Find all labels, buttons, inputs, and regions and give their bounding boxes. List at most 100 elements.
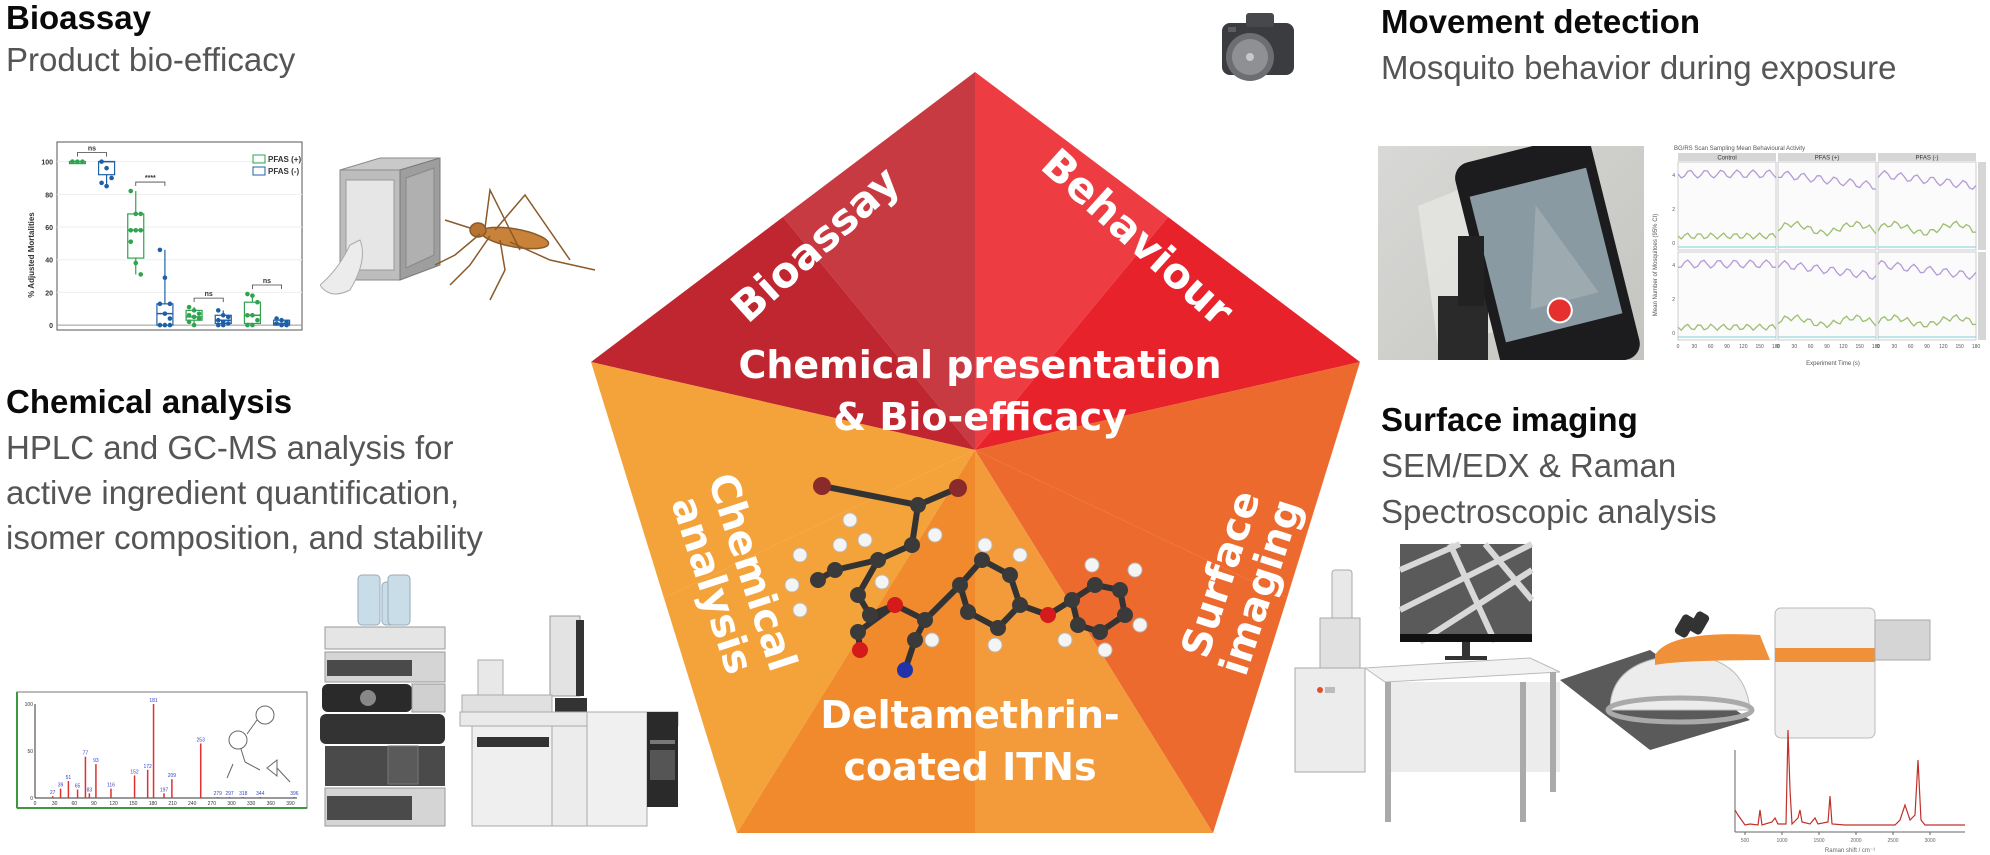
series-line bbox=[1777, 314, 1877, 329]
raman-spectrometer-illustration bbox=[1560, 607, 1931, 750]
ms-x-tick: 360 bbox=[267, 801, 276, 807]
pentagon-facets bbox=[591, 72, 1360, 833]
facet-bioassay-inner bbox=[783, 72, 975, 450]
row-strip bbox=[1978, 162, 1986, 250]
y-axis-label: % Adjusted Mortalities bbox=[27, 212, 36, 298]
atom-c bbox=[1092, 624, 1108, 640]
y-tick-label: 40 bbox=[45, 258, 53, 265]
data-point bbox=[225, 314, 231, 320]
atom-h bbox=[857, 532, 873, 548]
x-tick-label: 0 bbox=[1777, 344, 1780, 350]
x-tick-label: 150 bbox=[1955, 344, 1964, 350]
x-tick-label: 150 bbox=[1755, 344, 1764, 350]
panel-strip bbox=[1678, 153, 1776, 161]
data-point bbox=[138, 272, 144, 277]
data-point bbox=[255, 317, 260, 323]
data-point bbox=[133, 260, 139, 266]
atom-c bbox=[870, 552, 886, 568]
atom-c bbox=[907, 632, 923, 648]
raman-tick-label: 500 bbox=[1741, 838, 1750, 844]
data-point bbox=[274, 316, 279, 321]
data-point bbox=[104, 183, 109, 189]
series-line bbox=[1777, 220, 1877, 237]
ms-x-tick: 300 bbox=[227, 801, 236, 807]
data-point bbox=[186, 319, 192, 325]
atom-h bbox=[1057, 632, 1073, 648]
bioassay-subtitle: Product bio-efficacy bbox=[6, 41, 296, 78]
series-line bbox=[1877, 314, 1977, 328]
y-tick-label: 4 bbox=[1672, 173, 1675, 179]
raman-tick-label: 2000 bbox=[1850, 838, 1861, 844]
atom-h bbox=[987, 637, 1003, 653]
atom-o bbox=[1040, 607, 1056, 623]
ms-peak-label: 253 bbox=[197, 737, 206, 743]
x-tick-label: 120 bbox=[1739, 344, 1748, 350]
ms-x-tick: 210 bbox=[168, 801, 177, 807]
panel-area bbox=[1777, 161, 1877, 251]
data-point bbox=[128, 239, 134, 245]
x-tick-label: 0 bbox=[1677, 344, 1680, 350]
deltamethrin-structure-icon bbox=[226, 705, 291, 783]
atom-h bbox=[842, 512, 858, 528]
series-line bbox=[1677, 232, 1777, 240]
x-tick-label: 180 bbox=[1772, 344, 1781, 350]
panel-area bbox=[1877, 251, 1977, 341]
ms-peak-label: 279 bbox=[214, 791, 223, 797]
ms-x-tick: 150 bbox=[129, 801, 138, 807]
x-tick-label: 90 bbox=[1724, 344, 1730, 350]
data-point bbox=[191, 322, 197, 328]
data-point bbox=[191, 314, 197, 320]
ms-peak-label: 93 bbox=[93, 758, 99, 764]
x-tick-label: 90 bbox=[1924, 344, 1930, 350]
ms-x-tick: 330 bbox=[247, 801, 256, 807]
sem-microscope-icon bbox=[1294, 569, 1366, 773]
ms-peak-label: 77 bbox=[83, 751, 89, 757]
ms-peak-label: 181 bbox=[149, 698, 158, 704]
atom-c bbox=[990, 620, 1006, 636]
atom-c bbox=[862, 607, 878, 623]
ms-x-tick: 90 bbox=[91, 801, 97, 807]
atom-c bbox=[827, 562, 843, 578]
atom-c bbox=[1002, 567, 1018, 583]
atom-n bbox=[897, 662, 913, 678]
data-point bbox=[128, 227, 134, 233]
data-point bbox=[284, 319, 289, 325]
atom-h bbox=[977, 537, 993, 553]
atom-c bbox=[850, 624, 866, 640]
data-point bbox=[196, 311, 202, 316]
x-tick-label: 180 bbox=[1972, 344, 1981, 350]
bond bbox=[922, 582, 963, 623]
data-point bbox=[215, 322, 221, 328]
raman-spectrum-line bbox=[1734, 730, 1965, 826]
camera-icon bbox=[1222, 13, 1294, 81]
data-point bbox=[220, 319, 226, 325]
y-tick-label: 100 bbox=[41, 160, 53, 167]
y-tick-label: 80 bbox=[45, 192, 53, 199]
facet-surface-lower bbox=[975, 450, 1287, 833]
ms-peak-label: 51 bbox=[66, 775, 72, 781]
data-point bbox=[157, 322, 163, 328]
cage-and-mosquito-illustration bbox=[320, 157, 596, 301]
raman-tick-label: 1000 bbox=[1776, 838, 1787, 844]
data-point bbox=[157, 301, 163, 307]
significance-bracket bbox=[77, 152, 107, 157]
surface-line: SEM/EDX & Raman bbox=[1381, 447, 1677, 484]
atom-c bbox=[1087, 577, 1103, 593]
facet-chemical-lower bbox=[664, 450, 975, 833]
data-point bbox=[162, 322, 168, 328]
atom-h bbox=[927, 527, 943, 543]
plot-frame bbox=[56, 141, 303, 331]
facet-bottom-right bbox=[975, 450, 1213, 833]
panel-area bbox=[1777, 251, 1877, 341]
box bbox=[127, 213, 145, 259]
x-tick-label: 150 bbox=[1855, 344, 1864, 350]
panel-strip bbox=[1778, 153, 1876, 161]
x-tick-label: 60 bbox=[1808, 344, 1814, 350]
panel-title: PFAS (-) bbox=[1915, 156, 1938, 162]
data-point bbox=[274, 321, 279, 326]
atom-c bbox=[952, 577, 968, 593]
x-tick-label: 0 bbox=[1877, 344, 1880, 350]
significance-bracket bbox=[135, 181, 166, 187]
ms-peak-label: 116 bbox=[107, 783, 115, 789]
